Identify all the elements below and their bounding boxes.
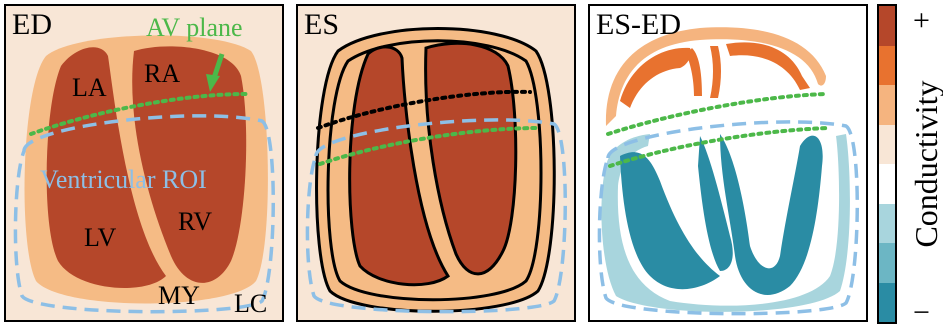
- panel-diff-title: ES-ED: [596, 10, 681, 40]
- colorbar-minus: −: [913, 296, 930, 327]
- my-label: MY: [158, 281, 200, 310]
- colorbar: [877, 4, 897, 324]
- lv-label: LV: [84, 223, 116, 252]
- la-label: LA: [72, 73, 107, 102]
- colorbar-plus: +: [913, 4, 930, 37]
- colorbar-swatch: [879, 164, 895, 204]
- colorbar-swatch: [879, 283, 895, 323]
- colorbar-swatch: [879, 6, 895, 46]
- colorbar-labels: + − Conductivity: [903, 0, 943, 327]
- av-plane-label: AV plane: [146, 13, 243, 42]
- rv-label: RV: [178, 207, 212, 236]
- ed-diagram: AV plane LA RA Ventricular ROI LV RV MY …: [6, 6, 282, 320]
- panel-diff: ES-ED: [588, 4, 868, 322]
- colorbar-swatch: [879, 204, 895, 244]
- roi-label: Ventricular ROI: [40, 165, 207, 194]
- panel-es: ES: [296, 4, 576, 322]
- colorbar-label: Conductivity: [908, 80, 943, 247]
- ra-label: RA: [144, 59, 180, 88]
- colorbar-swatch: [879, 85, 895, 125]
- lc-label: LC: [234, 289, 267, 318]
- panel-ed: AV plane LA RA Ventricular ROI LV RV MY …: [4, 4, 284, 322]
- panel-ed-title: ED: [12, 10, 52, 40]
- es-diagram: [298, 6, 574, 320]
- panel-es-title: ES: [304, 10, 339, 40]
- diff-diagram: [590, 6, 866, 320]
- colorbar-swatch: [879, 46, 895, 86]
- colorbar-swatch: [879, 243, 895, 283]
- colorbar-swatch: [879, 125, 895, 165]
